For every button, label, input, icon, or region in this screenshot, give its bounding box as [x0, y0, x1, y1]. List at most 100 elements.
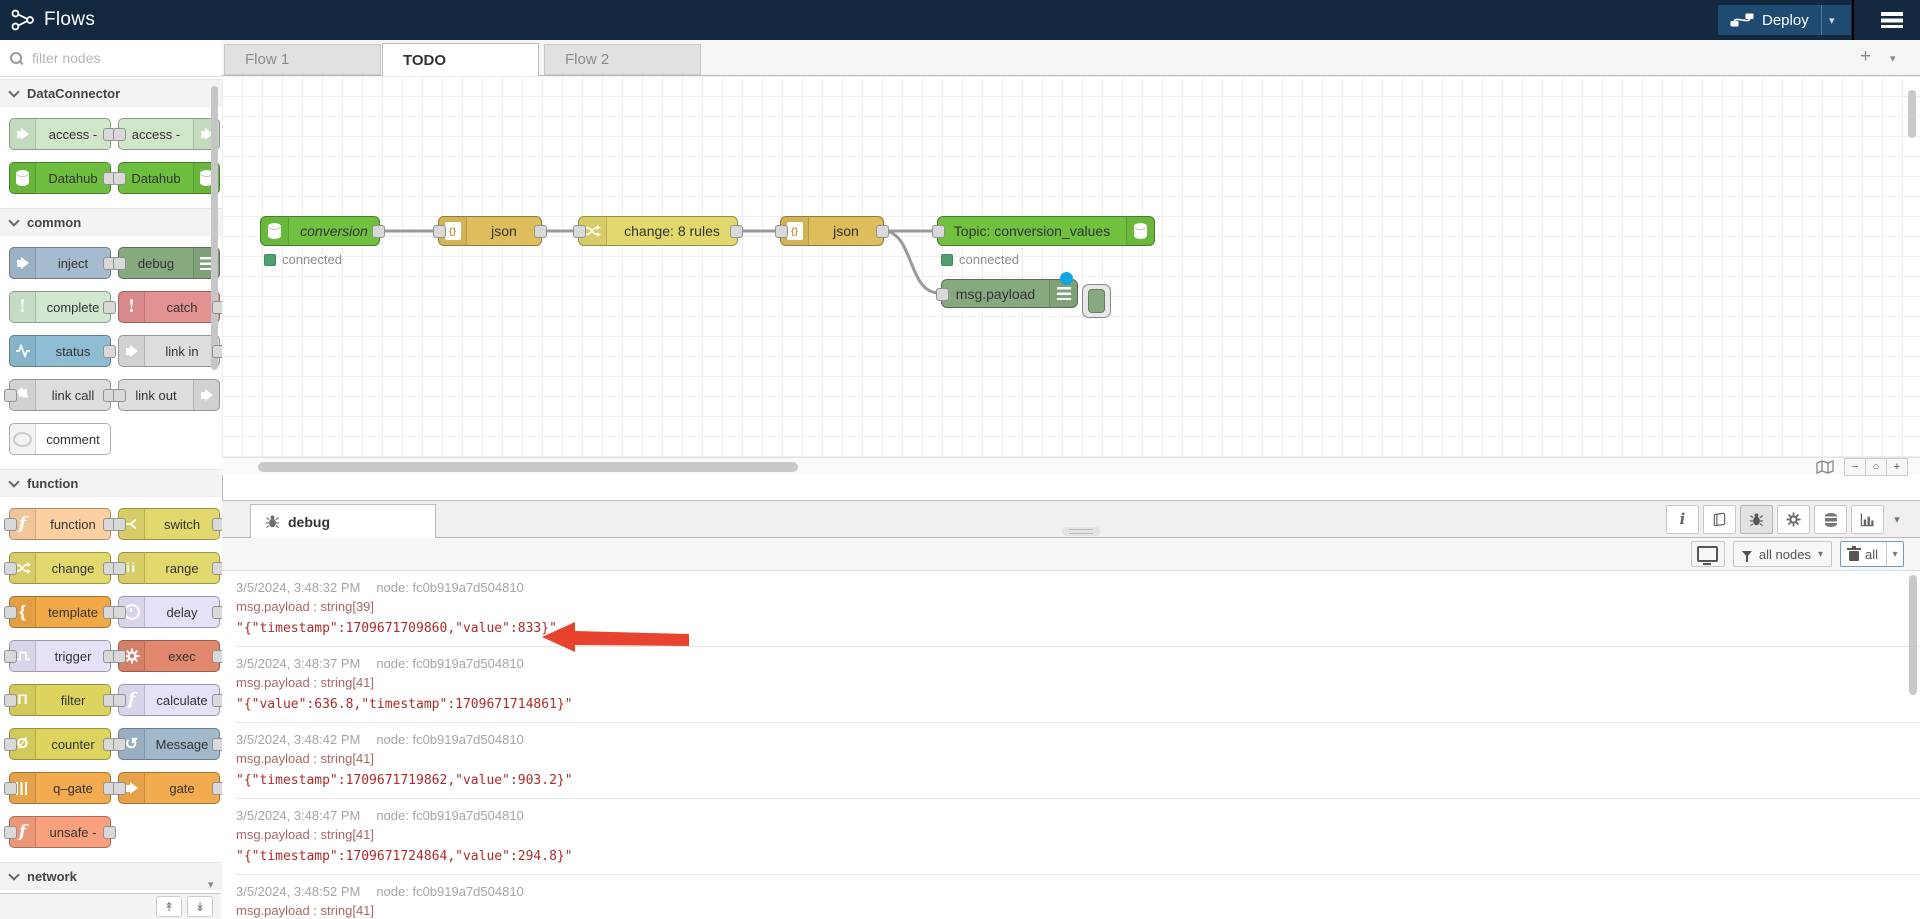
palette-node-catch[interactable]: catch — [118, 291, 222, 323]
tab-todo[interactable]: TODO — [382, 43, 539, 76]
flow-node-topic-conversion-values[interactable]: Topic: conversion_values — [932, 216, 1155, 246]
tab-debug[interactable]: debug — [250, 504, 436, 538]
palette-node-access-subscribe[interactable]: access - — [9, 118, 116, 150]
palette-node-delay[interactable]: delay — [113, 596, 222, 628]
input-port — [4, 650, 17, 663]
chevron-down-icon — [8, 214, 20, 227]
zoom-reset-button[interactable]: ○ — [1865, 458, 1887, 476]
output-port[interactable] — [876, 225, 889, 238]
flow-list-caret-icon[interactable] — [1890, 52, 1896, 65]
input-port[interactable] — [433, 225, 446, 238]
palette-node-calculate[interactable]: calculate — [113, 684, 222, 716]
flow-node-msg-payload[interactable]: msg.payload — [936, 279, 1078, 308]
flow-canvas[interactable]: conversion connected json change: 8 rule… — [222, 76, 1920, 457]
palette-node-complete[interactable]: complete — [9, 291, 116, 323]
palette-node-q-gate[interactable]: q–gate — [4, 772, 116, 804]
debug-scrollbar-thumb[interactable] — [1909, 575, 1917, 695]
output-port[interactable] — [730, 225, 743, 238]
main-menu-button[interactable] — [1864, 0, 1920, 40]
info-tab-button[interactable] — [1666, 505, 1699, 534]
output-port — [103, 826, 116, 839]
message-node-id: node: fc0b919a7d504810 — [376, 580, 524, 595]
message-timestamp: 3/5/2024, 3:48:37 PM — [236, 656, 361, 671]
clear-all-messages-button[interactable]: all — [1841, 542, 1886, 566]
palette-node-range[interactable]: range — [113, 552, 222, 584]
navigator-map-icon[interactable] — [1816, 460, 1834, 474]
palette-node-filter[interactable]: filter — [4, 684, 116, 716]
palette-node-trigger[interactable]: trigger — [4, 640, 116, 672]
canvas-hscrollbar: − ○ + — [222, 457, 1920, 476]
category-dataconnector[interactable]: DataConnector — [0, 79, 222, 107]
debug-filter-dropdown[interactable]: all nodes — [1732, 541, 1832, 567]
palette-node-counter[interactable]: counter — [4, 728, 116, 760]
context-data-tab-button[interactable] — [1814, 505, 1847, 534]
output-port — [212, 606, 222, 619]
message-property: msg.payload : string[41] — [236, 827, 375, 842]
palette-node-link-call[interactable]: link call — [4, 379, 116, 411]
flow-node-conversion[interactable]: conversion — [260, 216, 385, 246]
palette-node-template[interactable]: template — [4, 596, 116, 628]
input-port — [113, 694, 126, 707]
filter-nodes-input[interactable] — [30, 49, 204, 67]
palette-node-unsafe-function[interactable]: unsafe - — [4, 816, 116, 848]
flow-node-json-1[interactable]: json — [433, 216, 547, 246]
open-debug-window-button[interactable] — [1690, 541, 1725, 567]
category-common[interactable]: common — [0, 208, 222, 236]
flow-node-change-8-rules[interactable]: change: 8 rules — [573, 216, 743, 246]
palette-scrollbar-thumb[interactable] — [211, 86, 218, 370]
palette-node-link-out[interactable]: link out — [113, 379, 220, 411]
tab-flow-2[interactable]: Flow 2 — [544, 44, 701, 75]
palette-node-debug[interactable]: debug — [113, 247, 220, 279]
deploy-button[interactable]: Deploy — [1718, 5, 1851, 35]
expand-all-button[interactable] — [187, 896, 213, 917]
input-port — [4, 782, 17, 795]
flow-node-json-2[interactable]: json — [775, 216, 889, 246]
palette-node-comment[interactable]: comment — [9, 423, 111, 455]
palette-node-function[interactable]: function — [4, 508, 116, 540]
debug-node-enable-toggle[interactable] — [1082, 284, 1111, 318]
palette-node-datahub-publish[interactable]: Datahub — [113, 162, 220, 194]
deploy-caret-icon[interactable] — [1822, 14, 1842, 27]
palette-node-switch[interactable]: switch — [113, 508, 222, 540]
canvas-hscrollbar-thumb[interactable] — [258, 462, 798, 472]
tab-flow-1[interactable]: Flow 1 — [224, 44, 381, 75]
input-port[interactable] — [936, 287, 949, 301]
palette-node-inject[interactable]: inject — [9, 247, 116, 279]
output-port[interactable] — [372, 225, 385, 238]
debug-messages-tab-button[interactable] — [1740, 505, 1773, 534]
sidebar-toolbar — [1666, 505, 1906, 534]
category-function[interactable]: function — [0, 469, 222, 497]
input-port[interactable] — [573, 225, 586, 238]
pulse-icon — [10, 336, 36, 366]
palette-node-datahub-subscribe[interactable]: Datahub — [9, 162, 116, 194]
sidebar-menu-caret-icon[interactable] — [1888, 513, 1906, 526]
debug-tab-bar: debug — [222, 501, 1920, 538]
category-network[interactable]: network — [0, 862, 222, 890]
palette-node-access-publish[interactable]: access - — [113, 118, 220, 150]
dashboard-tab-button[interactable] — [1851, 505, 1884, 534]
palette-node-message[interactable]: Message — [113, 728, 222, 760]
palette-scroll-down-icon[interactable] — [208, 878, 214, 891]
change-arrows-icon — [579, 217, 607, 245]
collapse-all-button[interactable] — [156, 896, 182, 917]
palette-node-gate[interactable]: gate — [113, 772, 222, 804]
palette-node-link-in[interactable]: link in — [118, 335, 222, 367]
input-port[interactable] — [932, 225, 945, 238]
zoom-out-button[interactable]: − — [1844, 458, 1866, 476]
config-nodes-tab-button[interactable] — [1777, 505, 1810, 534]
zoom-in-button[interactable]: + — [1886, 458, 1908, 476]
output-port[interactable] — [534, 225, 547, 238]
palette-node-status[interactable]: status — [9, 335, 116, 367]
palette-node-exec[interactable]: exec — [113, 640, 222, 672]
help-tab-button[interactable] — [1703, 505, 1736, 534]
add-flow-button[interactable]: + — [1860, 46, 1872, 67]
input-port[interactable] — [775, 225, 788, 238]
message-timestamp: 3/5/2024, 3:48:52 PM — [236, 884, 361, 899]
palette-node-change[interactable]: change — [4, 552, 116, 584]
panel-resize-grip[interactable] — [1062, 527, 1100, 536]
search-icon — [10, 52, 22, 64]
clear-menu-caret-icon[interactable] — [1886, 542, 1903, 566]
canvas-vscrollbar-thumb[interactable] — [1908, 90, 1916, 138]
database-icon — [261, 217, 289, 245]
